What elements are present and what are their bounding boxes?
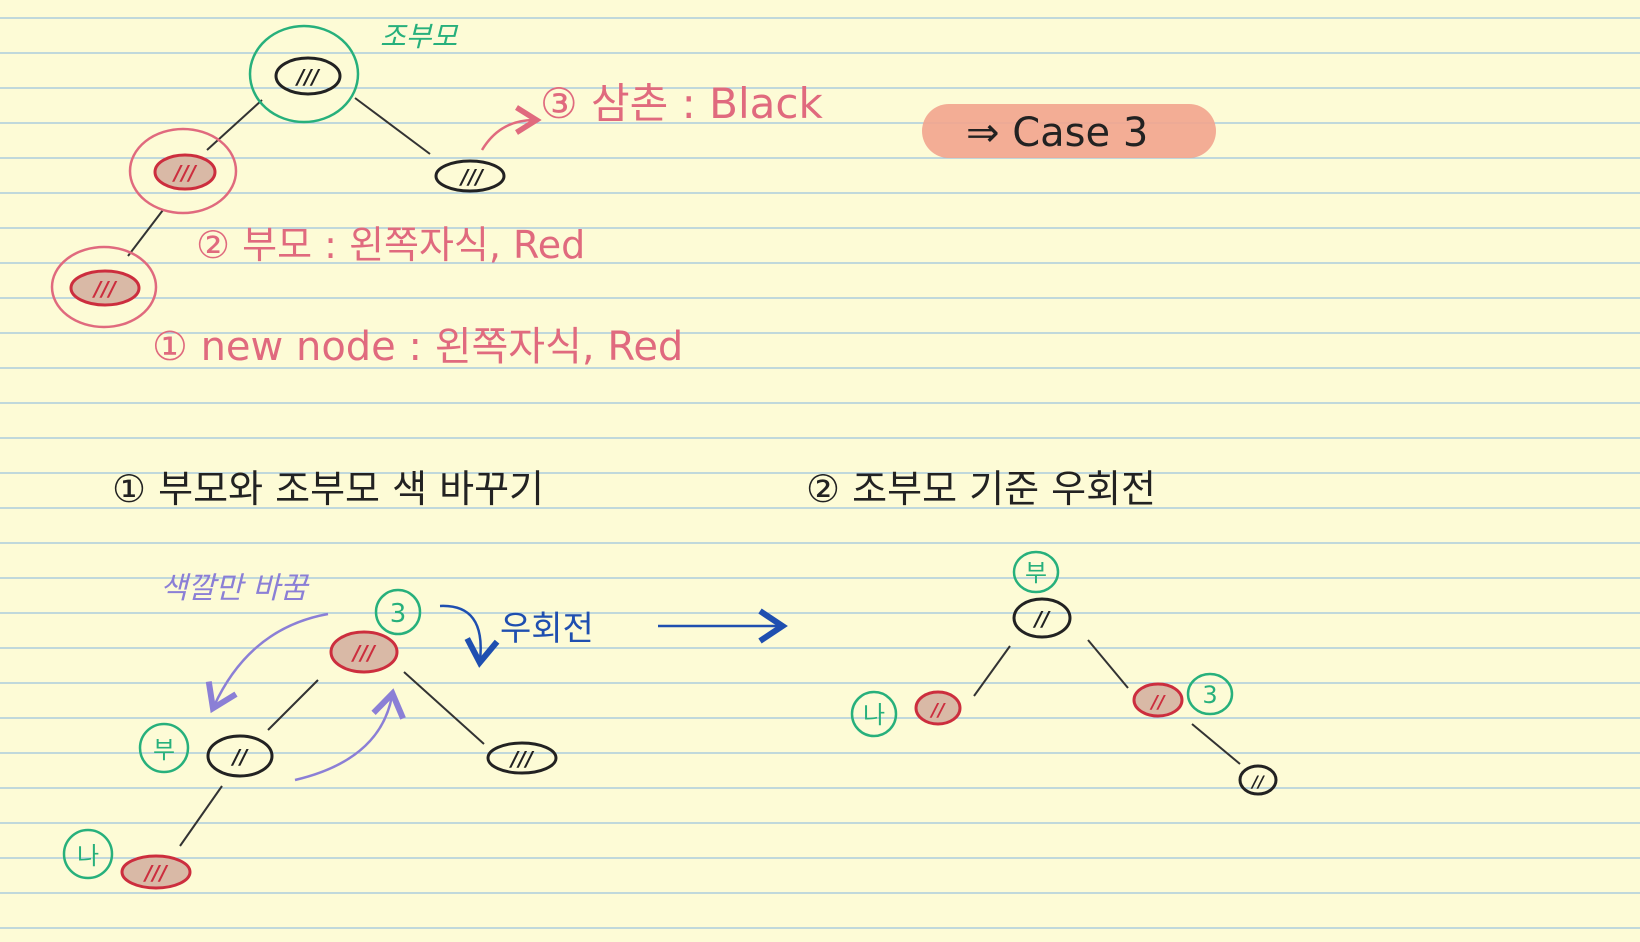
top-uncle-node: /// xyxy=(434,159,506,193)
case-badge: ⇒ Case 3 xyxy=(922,104,1216,158)
right-right-node: // xyxy=(1132,682,1184,718)
svg-text:///: /// xyxy=(459,165,485,189)
svg-text:나: 나 xyxy=(863,701,885,729)
svg-text:부: 부 xyxy=(1025,559,1047,587)
rotate-arrow xyxy=(439,604,500,668)
uncle-label: ③ 삼촌 : Black xyxy=(540,79,823,128)
edge-right-root-right xyxy=(1087,639,1129,689)
edge-left-gp-parent xyxy=(267,679,319,731)
right-right-child-node: // xyxy=(1238,764,1278,796)
svg-text:부: 부 xyxy=(153,736,175,764)
parent-highlight-circle xyxy=(128,127,238,215)
right-left-tag: 나 xyxy=(850,690,898,738)
left-parent-tag: 부 xyxy=(138,722,190,774)
right-tree-edges xyxy=(973,639,1241,765)
edge-left-gp-uncle xyxy=(403,671,485,745)
uncle-pointer-arrow xyxy=(480,120,534,151)
left-tree-edges xyxy=(179,671,485,847)
svg-text:///: /// xyxy=(92,277,118,301)
grandparent-label: 조부모 xyxy=(380,20,459,53)
new-node-highlight-circle xyxy=(50,245,158,329)
step-2-heading: ② 조부모 기준 우회전 xyxy=(806,467,1156,511)
left-grandparent-node: /// xyxy=(329,630,399,674)
grandparent-highlight-circle xyxy=(248,24,360,124)
color-swap-note: 색깔만 바꿈 xyxy=(160,571,310,606)
svg-text://: // xyxy=(231,745,249,769)
top-grandparent-node: /// xyxy=(248,24,360,124)
svg-text:///: /// xyxy=(351,641,377,665)
swap-arrow-up xyxy=(294,688,406,782)
left-parent-node: // xyxy=(206,734,274,778)
rotate-note: 우회전 xyxy=(500,609,594,649)
new-node-label: ① new node : 왼쪽자식, Red xyxy=(152,324,683,370)
top-tree-edges xyxy=(127,97,431,257)
left-new-node: /// xyxy=(120,854,192,890)
edge-left-parent-new xyxy=(179,785,223,847)
svg-text://: // xyxy=(1033,607,1051,631)
right-root-tag: 부 xyxy=(1012,550,1060,594)
svg-text://: // xyxy=(1149,692,1166,713)
edge-right-root-left xyxy=(973,645,1011,697)
top-new-node: /// xyxy=(50,245,158,329)
swap-arrow-down xyxy=(205,612,329,714)
step-1-heading: ① 부모와 조부모 색 바꾸기 xyxy=(112,467,544,511)
svg-text:3: 3 xyxy=(390,599,407,629)
svg-text:나: 나 xyxy=(77,842,99,870)
left-grandparent-tag: 3 xyxy=(374,588,422,636)
left-uncle-node: /// xyxy=(486,741,558,775)
svg-text://: // xyxy=(1250,772,1265,791)
parent-label: ② 부모 : 왼쪽자식, Red xyxy=(196,223,585,267)
edge-gp-parent xyxy=(206,99,263,151)
case-label: ⇒ Case 3 xyxy=(966,110,1148,156)
ruled-lines xyxy=(0,17,1640,929)
right-right-tag: 3 xyxy=(1186,672,1234,716)
svg-text:///: /// xyxy=(143,861,169,885)
left-new-node-tag: 나 xyxy=(62,828,114,880)
edge-gp-uncle xyxy=(354,97,431,155)
svg-text:3: 3 xyxy=(1202,681,1217,709)
svg-text://: // xyxy=(929,700,946,721)
svg-text:///: /// xyxy=(172,161,198,185)
right-root-node: // xyxy=(1012,597,1072,639)
right-left-node: // xyxy=(914,690,962,726)
edge-right-right-child xyxy=(1191,723,1241,765)
svg-text:///: /// xyxy=(295,65,321,89)
top-parent-node: /// xyxy=(128,127,238,215)
svg-text:///: /// xyxy=(509,747,535,771)
edge-parent-new xyxy=(127,209,164,257)
